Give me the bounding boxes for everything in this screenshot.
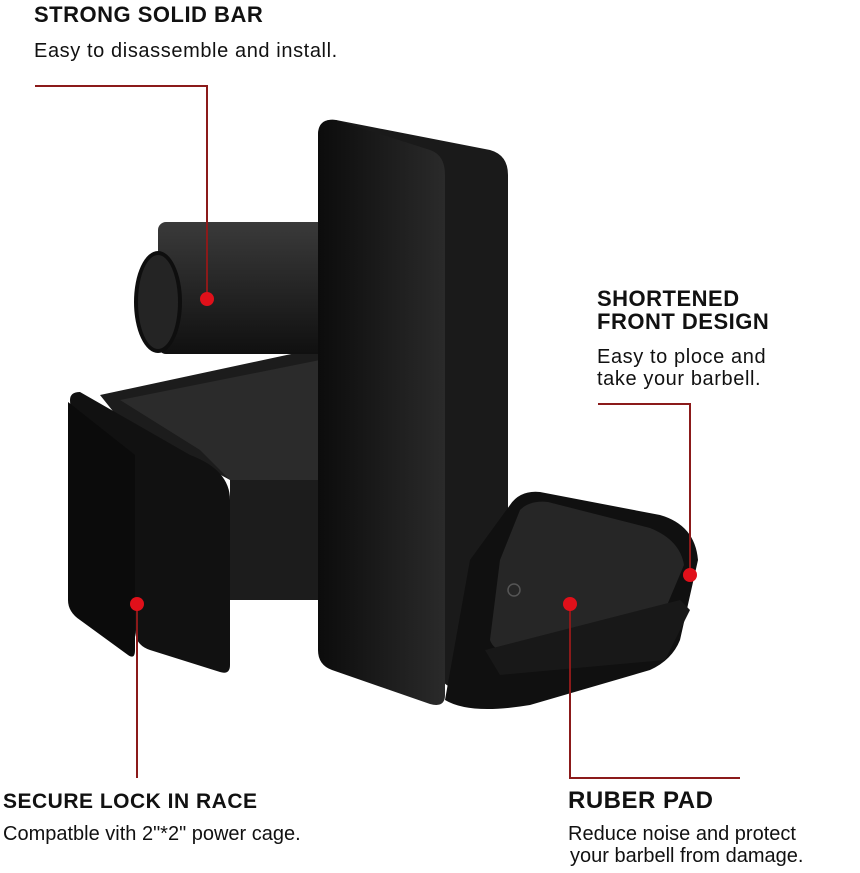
callout-line-rubber-pad bbox=[569, 604, 740, 779]
rubber-pad-desc-line1: Reduce noise and protect bbox=[568, 823, 796, 845]
strong-bar-title: STRONG SOLID BAR bbox=[34, 2, 264, 27]
secure-lock-desc: Compatble vith 2"*2" power cage. bbox=[3, 823, 301, 845]
callout-dot-shortened-front bbox=[683, 568, 697, 582]
callout-line-strong-bar bbox=[35, 85, 208, 299]
shortened-front-desc-line1: Easy to ploce and bbox=[597, 346, 767, 368]
callout-dot-secure-lock bbox=[130, 597, 144, 611]
callout-dot-strong-bar bbox=[200, 292, 214, 306]
shortened-front-title-line2: FRONT DESIGN bbox=[597, 309, 770, 334]
secure-lock-title: SECURE LOCK IN RACE bbox=[3, 790, 258, 813]
upright-plate bbox=[318, 119, 508, 705]
callout-dot-rubber-pad bbox=[563, 597, 577, 611]
shortened-front-desc-line2: take your barbell. bbox=[597, 368, 762, 390]
rubber-pad-desc-line2: your barbell from damage. bbox=[570, 845, 804, 867]
strong-bar-desc: Easy to disassemble and install. bbox=[34, 40, 338, 62]
cage-bracket bbox=[68, 350, 330, 673]
callout-line-shortened-front bbox=[598, 403, 691, 575]
shortened-front-title-line1: SHORTENED bbox=[597, 286, 740, 311]
rubber-pad-title: RUBER PAD bbox=[568, 787, 714, 814]
